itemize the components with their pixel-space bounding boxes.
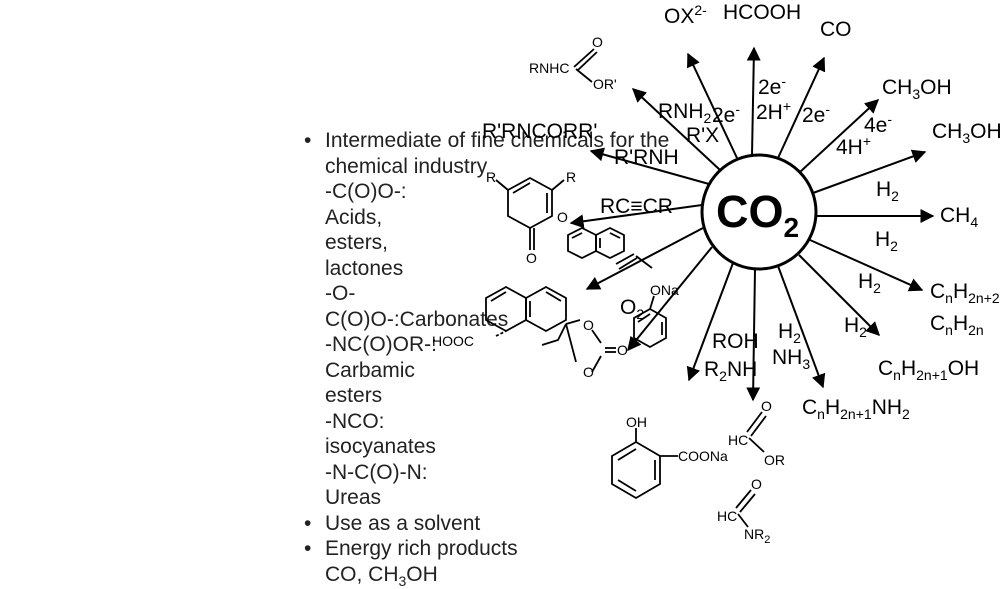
formamide-structure — [735, 489, 756, 528]
label-rnh2: RNH2 — [658, 100, 712, 127]
phenoxide-structure — [633, 295, 667, 349]
label-cnh2n: CnH2n — [930, 312, 984, 339]
label-nh3: NH3 — [772, 346, 811, 373]
label-4h: 4H+ — [836, 133, 872, 159]
label-coona: COONa — [678, 448, 728, 464]
label-ch3oh-a: CH3OH — [882, 76, 952, 103]
label-o-formate: O — [761, 398, 772, 414]
label-o-carbonate-c: O — [617, 342, 628, 358]
formate-structure — [746, 411, 767, 453]
label-ox: OX2- — [664, 2, 707, 28]
co2-center-label: CO2 — [716, 186, 799, 242]
label-ch3oh-b: CH3OH — [932, 120, 1000, 147]
naphthalene-structure — [567, 226, 625, 260]
arrow-co — [777, 56, 826, 159]
label-or-formate: OR — [764, 452, 785, 468]
arrow-cnh2n1oh — [798, 254, 880, 336]
label-r-pyrone-a: R — [486, 169, 497, 185]
salicylate-structure — [611, 428, 678, 500]
label-co: CO — [820, 18, 852, 41]
co2-circle — [700, 153, 818, 271]
label-nr2: NR2 — [744, 526, 771, 546]
label-ori: OR' — [593, 76, 617, 92]
carbonate-structure — [541, 319, 616, 373]
label-o2: O2 — [620, 296, 645, 323]
label-hc-formate: HC — [728, 432, 749, 448]
label-r2nh: R2NH — [704, 358, 758, 385]
arrow-naphthoic — [585, 227, 704, 290]
label-cnh2n2: CnH2n+2 — [930, 280, 1000, 307]
label-o-carbamate: O — [592, 34, 603, 50]
label-cnh2n1nh2: CnH2n+1NH2 — [802, 396, 910, 423]
label-hcooh: HCOOH — [723, 1, 802, 24]
label-ch4: CH4 — [940, 204, 979, 231]
pyrone-structure — [495, 176, 565, 250]
label-h2-ch3oh: H2 — [876, 178, 899, 205]
arrow-formate — [746, 268, 761, 402]
arrows — [569, 46, 935, 402]
bullet-item: Use as a solvent — [304, 511, 481, 537]
slide: Intermediate of fine chemicals for the c… — [0, 0, 1000, 568]
label-4e: 4e- — [864, 111, 893, 137]
label-rx: R'X — [686, 124, 720, 147]
arrow-pyrone — [569, 204, 703, 229]
co2-reaction-diagram — [485, 46, 935, 528]
label-rcr: RC≡CR — [600, 195, 673, 218]
label-hc-formamide: HC — [717, 508, 738, 524]
sub-item: -NCO: isocyanates — [325, 409, 436, 459]
arrow-ch3oh-b — [812, 149, 927, 194]
co2-main: CO — [716, 186, 784, 237]
label-2e-ox: 2e- — [712, 101, 741, 127]
label-rnhc: RNHC — [529, 60, 570, 76]
arrow-salicylic — [686, 262, 734, 382]
arrow-hcooh — [746, 46, 761, 156]
label-o-carbonate-a: O — [583, 317, 594, 333]
bullet-text-1: Intermediate of fine chemicals for the c… — [325, 129, 670, 178]
arrow-carbonate — [627, 246, 713, 352]
label-2e-co: 2e- — [802, 101, 831, 127]
arrow-carbamate — [631, 88, 721, 171]
sub-item: -O-C(O)O-:Carbonates — [325, 282, 509, 331]
arrow-cnh2n2 — [809, 239, 924, 292]
arrow-ox — [687, 52, 738, 159]
arrow-cnh2n1nh2 — [777, 265, 826, 389]
label-ohl: OH — [626, 414, 647, 430]
label-h2-ch4: H2 — [875, 228, 898, 255]
label-o-pyrone-ring: O — [557, 209, 568, 225]
arrow-ch3oh-a — [799, 99, 880, 173]
label-o-formamide: O — [751, 476, 762, 492]
label-o-pyrone: O — [526, 250, 537, 266]
label-cnh2n1oh: CnH2n+1OH — [878, 357, 980, 384]
label-hooc: HOOC — [432, 333, 474, 349]
bullet-text-2: Use as a solvent — [325, 511, 481, 535]
arrow-rprncorr — [589, 147, 710, 185]
label-ona: ONa — [650, 282, 679, 298]
carbamate-structure — [573, 48, 598, 83]
bullet-list: Intermediate of fine chemicals for the c… — [304, 128, 669, 588]
label-h2-oh: H2 — [844, 314, 867, 341]
label-r-pyrone-b: R — [566, 169, 577, 185]
propene-structure — [615, 253, 653, 270]
co2-sub: 2 — [783, 212, 800, 243]
label-h2-nh: H2 — [778, 320, 801, 347]
label-rprncorr: R'RNCORR' — [482, 120, 598, 143]
naphthoic-acid-structure — [485, 285, 567, 337]
bullet-item: Intermediate of fine chemicals for the c… — [304, 128, 669, 179]
label-2e-hcooh: 2e- — [758, 73, 787, 99]
label-o-carbonate-b: O — [583, 364, 594, 380]
label-h2-cnh: H2 — [858, 270, 881, 297]
label-rprnh: R'RNH — [614, 146, 679, 169]
label-roh: ROH — [712, 330, 759, 353]
sub-item: -N-C(O)-N: Ureas — [325, 460, 428, 510]
sub-item: -NC(O)OR-: Carbamic esters — [325, 333, 437, 407]
sub-item: -C(O)O-: Acids, esters, lactones — [325, 180, 407, 280]
label-2h-hcooh: 2H+ — [756, 98, 792, 124]
